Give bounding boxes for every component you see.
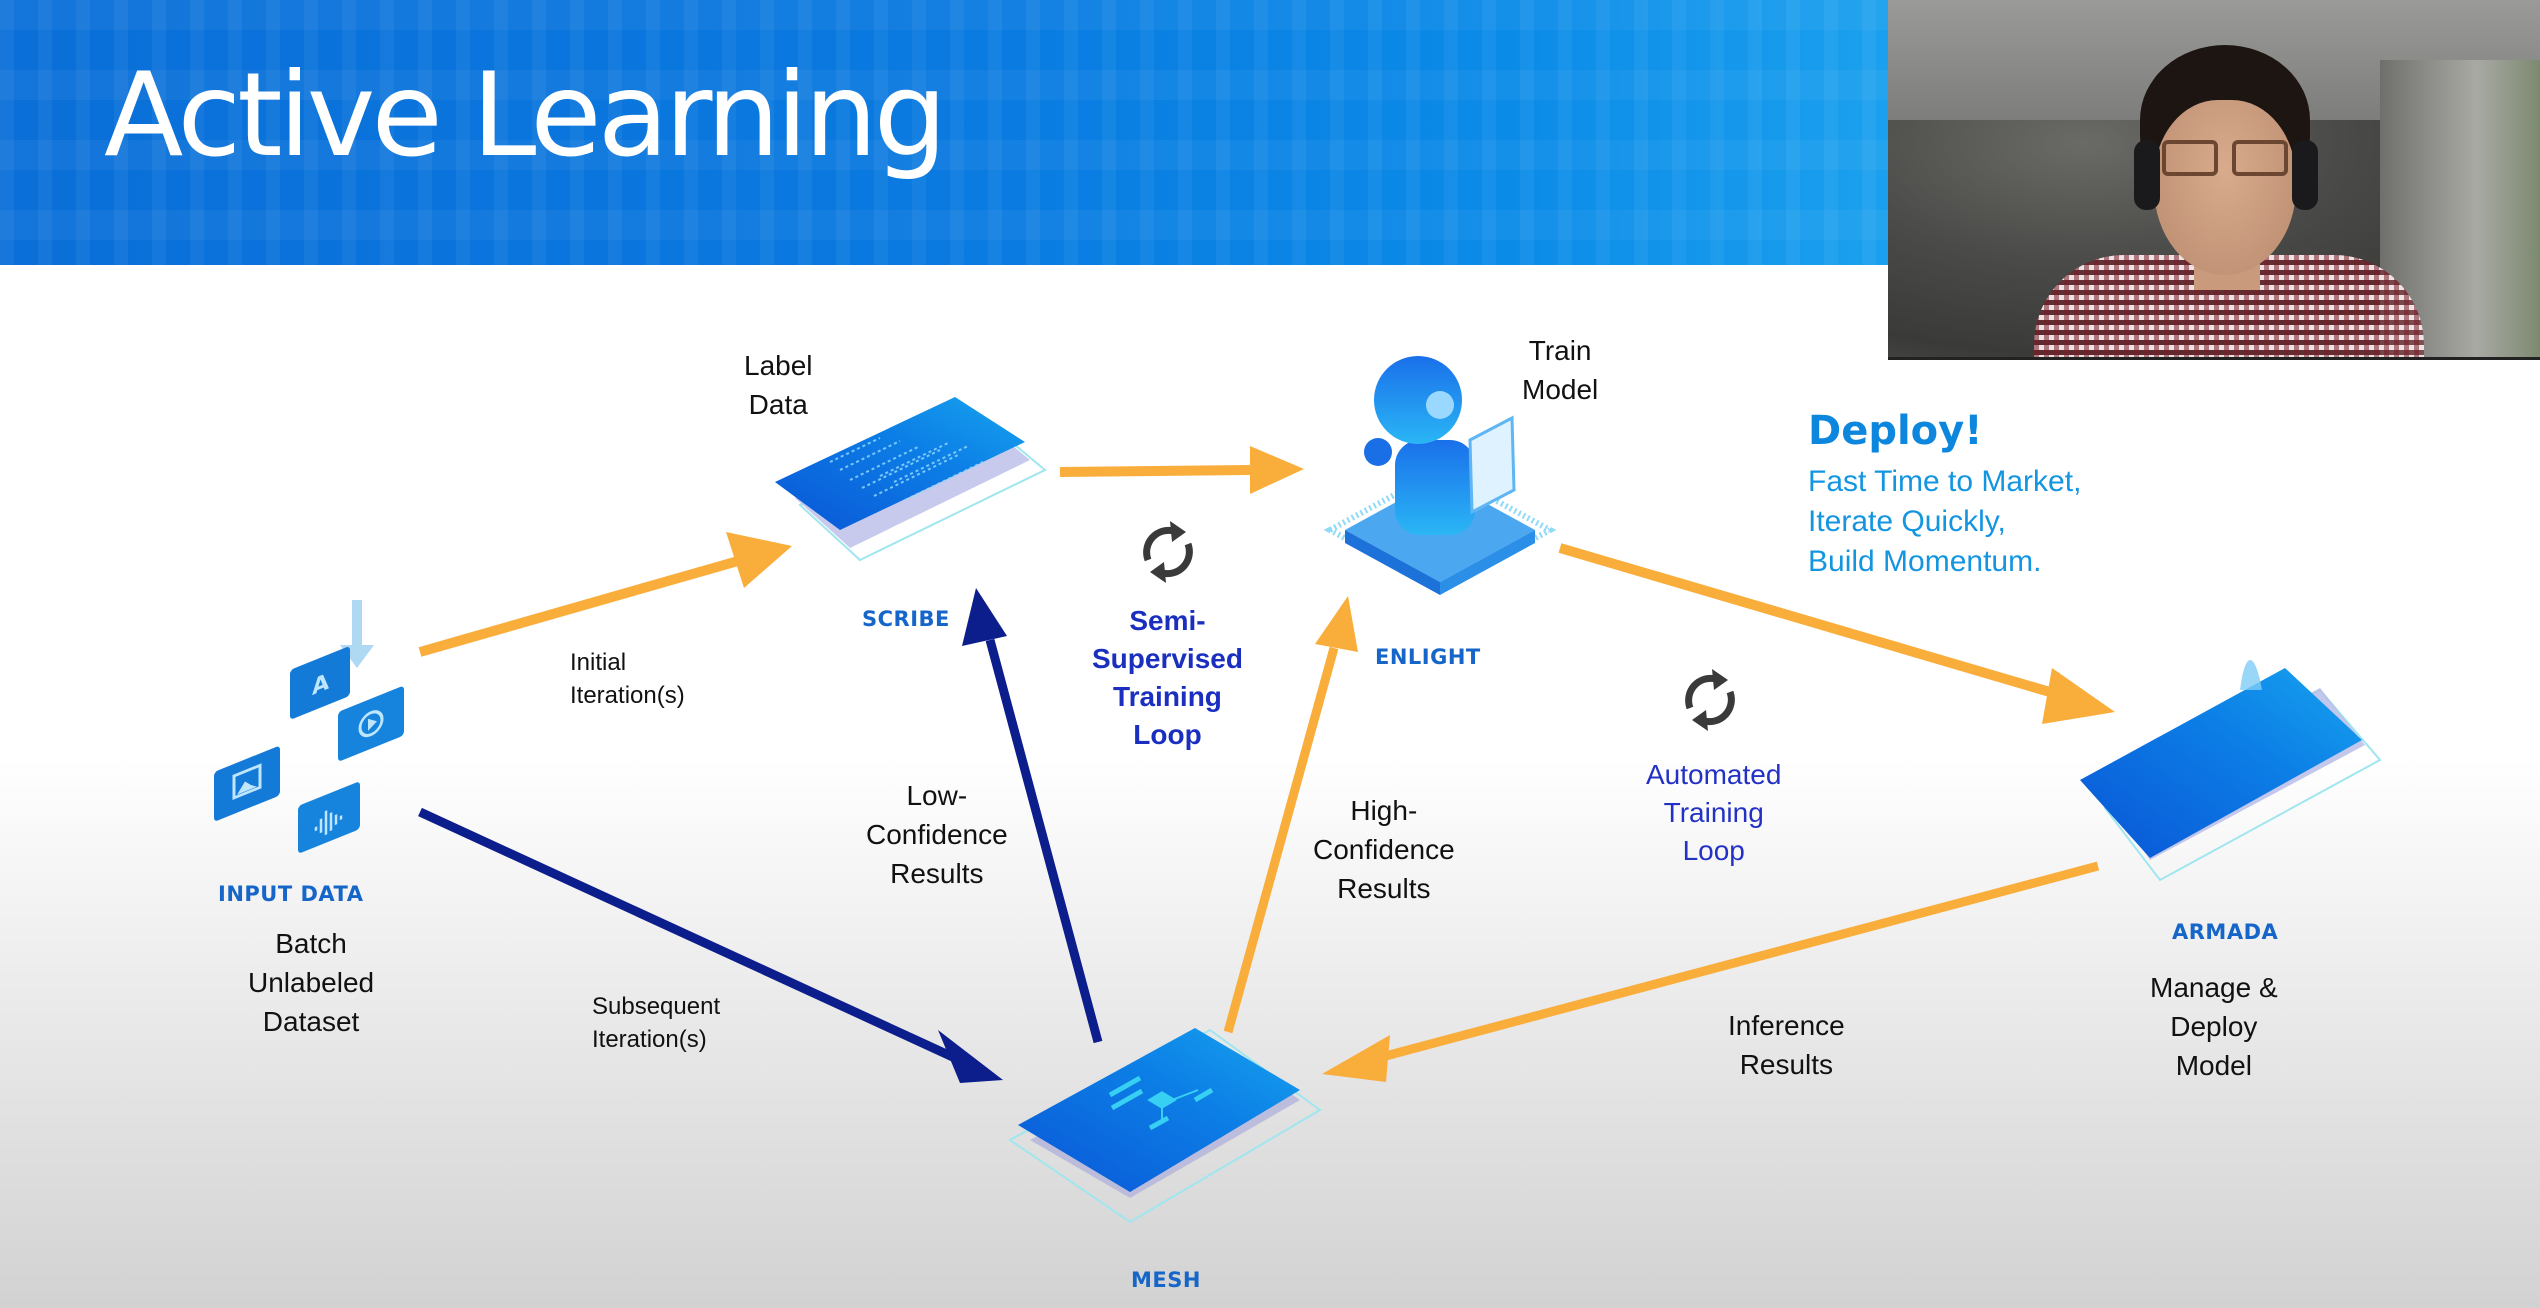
svg-text:A: A <box>312 669 329 701</box>
automated-loop-label: Automated Training Loop <box>1646 756 1781 870</box>
label-line: Loop <box>1133 719 1202 750</box>
arrow-inference <box>1322 861 2100 1082</box>
node-caption-mesh: MESH <box>1131 1268 1201 1292</box>
node-caption-scribe: SCRIBE <box>862 607 950 631</box>
input-data-icon: A <box>214 600 404 853</box>
deploy-callout-title: Deploy! <box>1808 408 1983 454</box>
deploy-callout-line: Iterate Quickly, <box>1808 505 2006 538</box>
robot-on-chip-icon <box>1323 356 1557 595</box>
description-line: Dataset <box>262 1006 360 1037</box>
headphones-icon <box>2292 140 2318 210</box>
edge-label-high-confidence: High- Confidence Results <box>1313 791 1455 908</box>
arrow-subsequent <box>418 807 1003 1083</box>
node-caption-enlight: ENLIGHT <box>1375 645 1481 669</box>
deploy-callout-line: Build Momentum. <box>1808 545 2042 578</box>
refresh-cycle-icon <box>1685 669 1735 731</box>
label-line: Iteration(s) <box>592 1026 707 1053</box>
node-description-input-data: Batch Unlabeled Dataset <box>248 924 374 1041</box>
deployment-card-icon <box>2080 660 2382 882</box>
description-line: Model <box>2175 1050 2252 1081</box>
refresh-cycle-icon <box>1143 521 1193 583</box>
arrow-label-to-train <box>1059 446 1304 494</box>
label-line: High- <box>1350 795 1418 826</box>
header-code-pattern <box>0 0 1888 265</box>
node-description-enlight: Train Model <box>1522 331 1598 409</box>
deploy-callout-line: Fast Time to Market, <box>1808 465 2082 498</box>
description-line: Batch <box>275 928 347 959</box>
flowchart-card-icon <box>1008 1028 1322 1224</box>
edge-label-initial: Initial Iteration(s) <box>570 646 685 712</box>
label-line: Supervised <box>1092 643 1243 674</box>
edge-label-low-confidence: Low- Confidence Results <box>866 776 1008 893</box>
label-line: Initial <box>570 649 627 676</box>
glasses-lens <box>2162 140 2218 176</box>
glasses <box>2162 140 2292 178</box>
label-line: Training <box>1663 797 1764 828</box>
node-description-scribe: Label Data <box>744 346 813 424</box>
label-line: Iteration(s) <box>570 682 685 709</box>
label-line: Semi- <box>1129 605 1206 636</box>
label-line: Inference <box>1728 1010 1845 1041</box>
label-line: Confidence <box>866 819 1008 850</box>
node-caption-input-data: INPUT DATA <box>218 882 364 906</box>
label-line: Automated <box>1646 759 1782 790</box>
description-line: Deploy <box>2170 1011 2258 1042</box>
description-line: Manage & <box>2150 972 2278 1003</box>
arrows-layer <box>418 446 2115 1083</box>
label-line: Low- <box>906 780 968 811</box>
labeling-card-icon <box>775 397 1047 562</box>
edge-label-subsequent: Subsequent Iteration(s) <box>592 990 720 1056</box>
presenter-face <box>2154 100 2296 275</box>
slide-title: Active Learning <box>104 48 947 183</box>
glasses-lens <box>2232 140 2288 176</box>
description-line: Model <box>1522 374 1599 405</box>
label-line: Confidence <box>1313 834 1455 865</box>
node-description-armada: Manage & Deploy Model <box>2150 968 2278 1085</box>
slide-header: Active Learning <box>0 0 1888 265</box>
arrow-low-confidence <box>962 588 1103 1044</box>
label-line: Loop <box>1682 835 1745 866</box>
headphones-icon <box>2134 140 2160 210</box>
arrow-deploy <box>1558 543 2115 724</box>
label-line: Results <box>1739 1049 1834 1080</box>
description-line: Train <box>1528 335 1592 366</box>
deploy-callout-body: Fast Time to Market, Iterate Quickly, Bu… <box>1808 462 2081 582</box>
description-line: Unlabeled <box>248 967 375 998</box>
arrow-high-confidence <box>1223 596 1358 1034</box>
presenter-video-feed[interactable] <box>1888 0 2540 360</box>
node-caption-armada: ARMADA <box>2172 920 2279 944</box>
semi-supervised-loop-label: Semi- Supervised Training Loop <box>1092 602 1243 754</box>
label-line: Training <box>1113 681 1222 712</box>
label-line: Results <box>890 858 984 889</box>
description-line: Data <box>748 389 808 420</box>
label-line: Results <box>1337 873 1431 904</box>
label-line: Subsequent <box>592 993 721 1020</box>
arrow-initial <box>418 532 792 657</box>
description-line: Label <box>744 350 813 381</box>
edge-label-inference: Inference Results <box>1728 1006 1845 1084</box>
